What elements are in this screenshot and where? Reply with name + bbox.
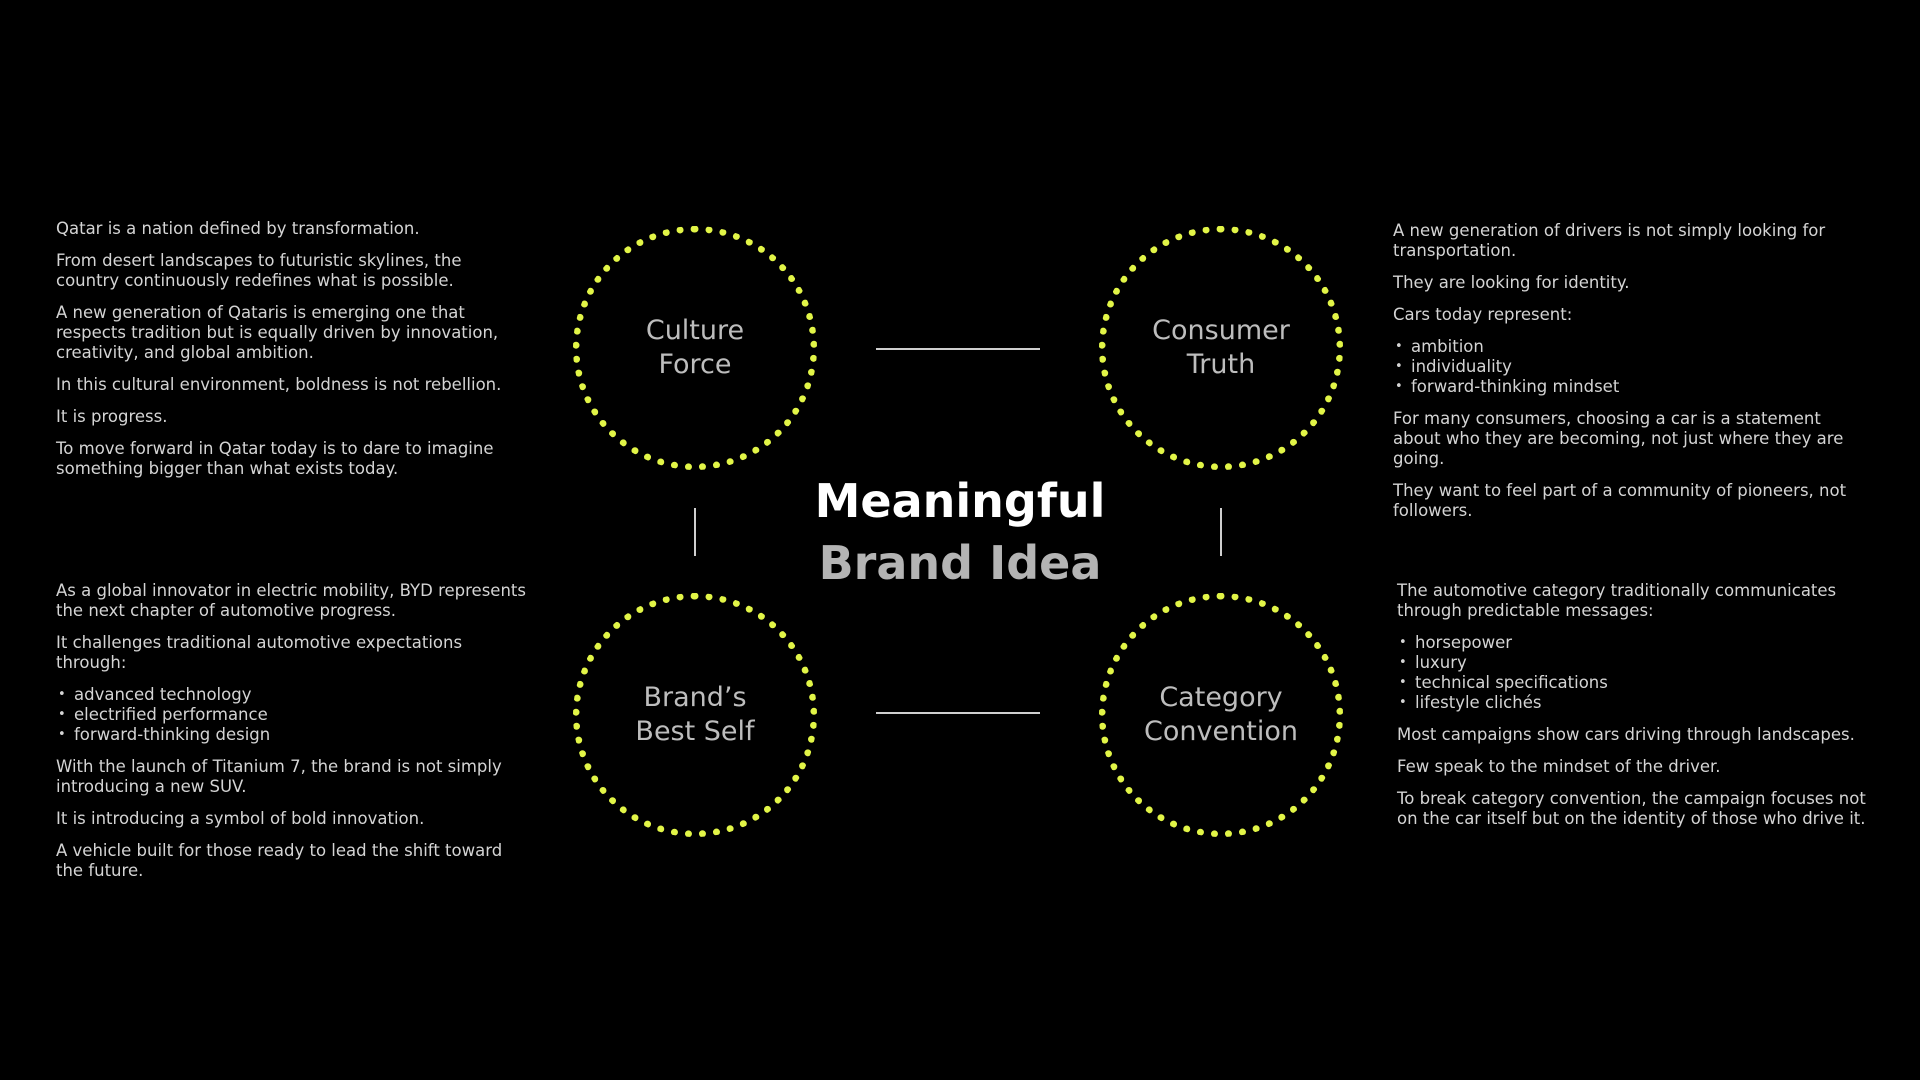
list-item: forward-thinking design [56, 725, 526, 745]
brand-best-self-circle: Brand’s Best Self [573, 593, 817, 837]
circle-label-line: Convention [1144, 716, 1298, 747]
culture-paragraph: Qatar is a nation defined by transformat… [56, 219, 420, 238]
circle-label-line: Culture [645, 315, 745, 346]
consumer-truth-text: A new generation of drivers is not simpl… [1393, 221, 1863, 533]
culture-paragraph: To move forward in Qatar today is to dar… [56, 439, 494, 478]
consumer-paragraph: For many consumers, choosing a car is a … [1393, 409, 1844, 468]
consumer-bullet-list: ambition individuality forward-thinking … [1393, 337, 1863, 397]
consumer-paragraph: They want to feel part of a community of… [1393, 481, 1847, 520]
circle-label-line: Truth [1186, 349, 1256, 380]
list-item: technical specifications [1397, 673, 1867, 693]
category-paragraph: The automotive category traditionally co… [1397, 581, 1837, 620]
category-convention-text: The automotive category traditionally co… [1397, 581, 1867, 841]
list-item: luxury [1397, 653, 1867, 673]
circle-label-line: Brand’s [643, 682, 747, 713]
category-paragraph: To break category convention, the campai… [1397, 789, 1866, 828]
category-paragraph: Few speak to the mindset of the driver. [1397, 757, 1721, 776]
category-convention-label: Category Convention [1144, 681, 1298, 749]
brand-paragraph: It challenges traditional automotive exp… [56, 633, 463, 672]
brand-paragraph: With the launch of Titanium 7, the brand… [56, 757, 502, 796]
title-line-meaningful: Meaningful [814, 474, 1106, 528]
brand-paragraph: It is introducing a symbol of bold innov… [56, 809, 425, 828]
list-item: lifestyle clichés [1397, 693, 1867, 713]
consumer-truth-circle: Consumer Truth [1099, 226, 1343, 470]
title-line-brand-idea: Brand Idea [818, 536, 1102, 590]
circle-label-line: Best Self [635, 716, 755, 747]
circle-label-line: Consumer [1152, 315, 1290, 346]
list-item: ambition [1393, 337, 1863, 357]
culture-paragraph: From desert landscapes to futuristic sky… [56, 251, 462, 290]
brand-best-self-label: Brand’s Best Self [635, 681, 754, 749]
consumer-paragraph: Cars today represent: [1393, 305, 1573, 324]
list-item: advanced technology [56, 685, 526, 705]
meaningful-brand-idea-title: Meaningful Brand Idea [780, 470, 1140, 594]
category-bullet-list: horsepower luxury technical specificatio… [1397, 633, 1867, 713]
list-item: forward-thinking mindset [1393, 377, 1863, 397]
list-item: horsepower [1397, 633, 1867, 653]
culture-force-label: Culture Force [646, 314, 744, 382]
culture-paragraph: In this cultural environment, boldness i… [56, 375, 502, 394]
category-paragraph: Most campaigns show cars driving through… [1397, 725, 1855, 744]
connector-line-right [1220, 508, 1222, 556]
consumer-paragraph: They are looking for identity. [1393, 273, 1630, 292]
culture-force-circle: Culture Force [573, 226, 817, 470]
culture-force-text: Qatar is a nation defined by transformat… [56, 219, 516, 491]
connector-line-left [694, 508, 696, 556]
brand-paragraph: A vehicle built for those ready to lead … [56, 841, 503, 880]
connector-line-top [876, 348, 1040, 350]
brand-best-self-text: As a global innovator in electric mobili… [56, 581, 526, 893]
connector-line-bottom [876, 712, 1040, 714]
culture-paragraph: A new generation of Qataris is emerging … [56, 303, 499, 362]
consumer-truth-label: Consumer Truth [1152, 314, 1290, 382]
category-convention-circle: Category Convention [1099, 593, 1343, 837]
list-item: individuality [1393, 357, 1863, 377]
list-item: electrified performance [56, 705, 526, 725]
circle-label-line: Category [1159, 682, 1283, 713]
brand-paragraph: As a global innovator in electric mobili… [56, 581, 526, 620]
circle-label-line: Force [658, 349, 732, 380]
brand-bullet-list: advanced technology electrified performa… [56, 685, 526, 745]
culture-paragraph: It is progress. [56, 407, 168, 426]
consumer-paragraph: A new generation of drivers is not simpl… [1393, 221, 1826, 260]
